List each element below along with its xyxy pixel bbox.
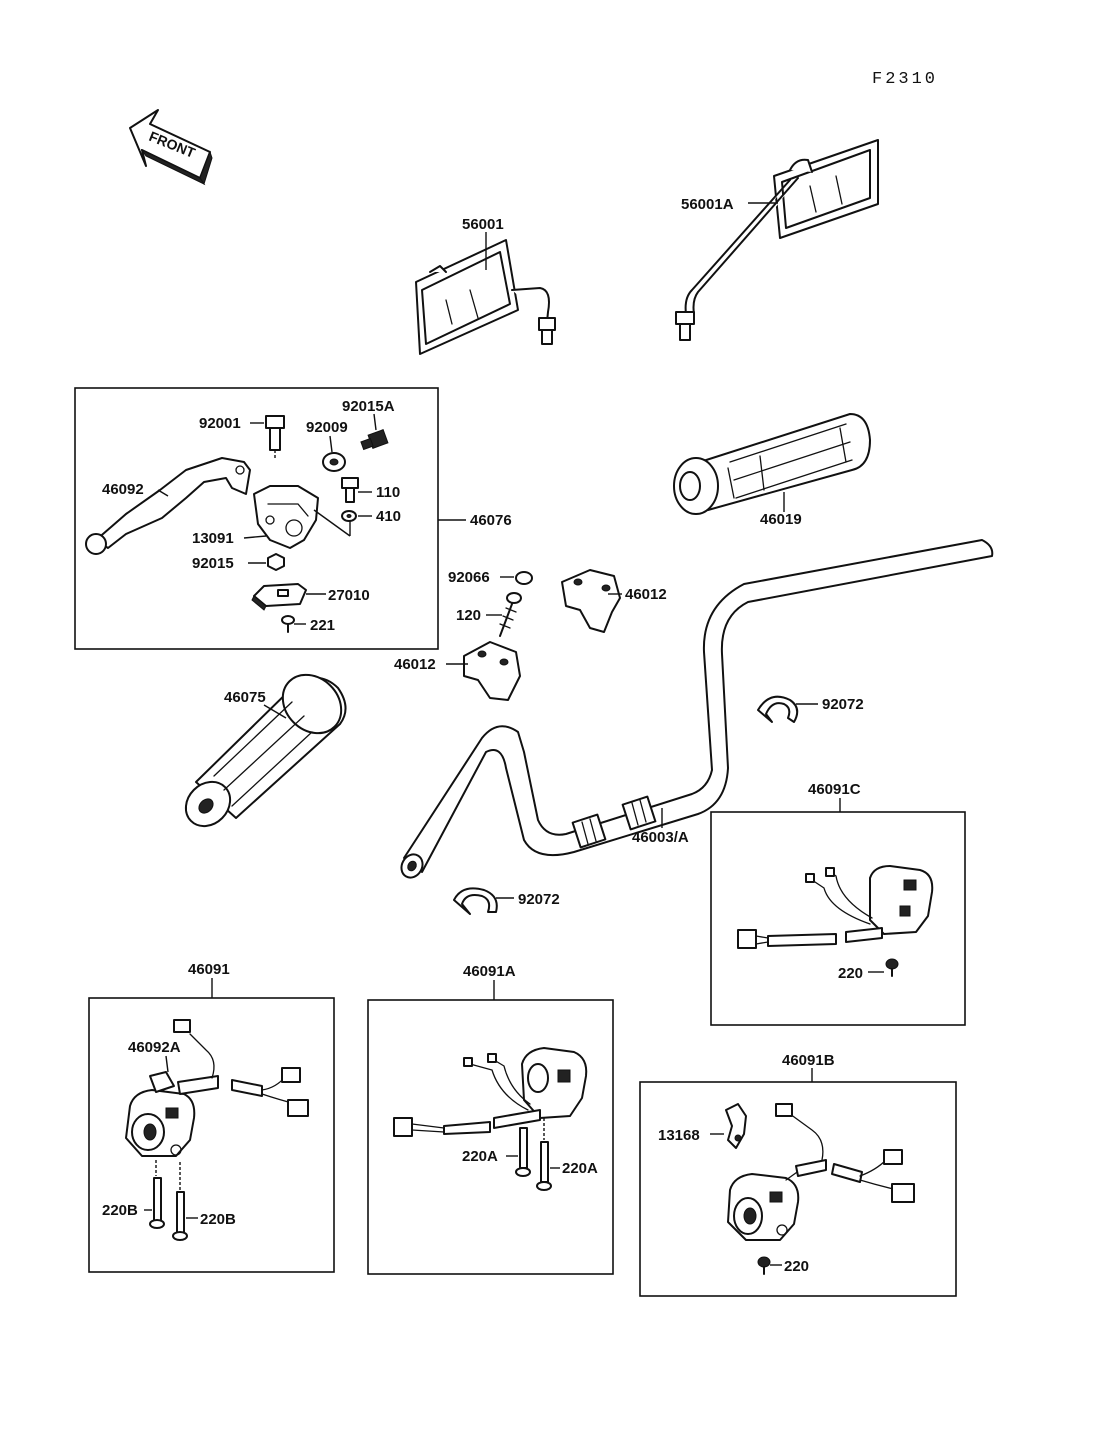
bushing-92009: [322, 452, 346, 472]
label-46091c: 46091C: [808, 781, 861, 798]
label-220b-2: 220B: [200, 1211, 236, 1228]
label-46092a: 46092A: [128, 1039, 181, 1056]
switch-box-46091a: [367, 999, 614, 1275]
lever-assy-box: [74, 387, 439, 650]
label-221: 221: [310, 617, 335, 634]
label-220-b: 220: [784, 1258, 809, 1275]
clamp-lower-92072: [453, 887, 498, 915]
screw-220-b: [757, 1256, 771, 1275]
lever-46092: [85, 457, 251, 555]
screw-220a-1: [515, 1127, 531, 1177]
label-220b-1: 220B: [102, 1202, 138, 1219]
label-92015a: 92015A: [342, 398, 395, 415]
screw-220-c: [885, 958, 899, 977]
screw-220b-1: [149, 1177, 165, 1229]
screw-92015a: [360, 429, 389, 451]
switch-46091c: [737, 865, 934, 949]
label-92072-lower: 92072: [518, 891, 560, 908]
switch-46091a: [393, 1047, 588, 1137]
label-46012-lower: 46012: [394, 656, 436, 673]
label-46091a: 46091A: [463, 963, 516, 980]
part-13168: [725, 1103, 747, 1149]
label-120: 120: [456, 607, 481, 624]
bolt-92001: [265, 415, 285, 460]
figure-code: F2310: [872, 70, 938, 89]
switch-27010: [251, 583, 307, 611]
label-46076: 46076: [470, 512, 512, 529]
label-92009: 92009: [306, 419, 348, 436]
label-220a-2: 220A: [562, 1160, 598, 1177]
mirror-right: [675, 139, 879, 341]
holder-lower-46012: [463, 641, 521, 701]
screw-220a-2: [536, 1141, 552, 1191]
label-92001: 92001: [199, 415, 241, 432]
label-27010: 27010: [328, 587, 370, 604]
label-92066: 92066: [448, 569, 490, 586]
grip-left-46075: [184, 673, 347, 828]
switch-46091b: [727, 1103, 915, 1241]
front-arrow-icon: FRONT: [129, 109, 213, 186]
label-46019: 46019: [760, 511, 802, 528]
label-46075: 46075: [224, 689, 266, 706]
label-92072-upper: 92072: [822, 696, 864, 713]
switch-box-46091b: [639, 1081, 957, 1297]
nut-92015: [267, 553, 285, 571]
cap-92066: [515, 571, 533, 585]
label-110: 110: [376, 484, 400, 501]
holder-13091: [253, 485, 319, 549]
washer-410: [341, 510, 357, 522]
label-13168: 13168: [658, 1127, 700, 1144]
label-56001: 56001: [462, 216, 504, 233]
label-13091: 13091: [192, 530, 234, 547]
label-46091b: 46091B: [782, 1052, 835, 1069]
label-46091: 46091: [188, 961, 230, 978]
clamp-upper-92072: [757, 695, 799, 723]
screw-221: [281, 615, 295, 633]
label-410: 410: [376, 508, 401, 525]
label-220a-1: 220A: [462, 1148, 498, 1165]
grip-right-46019: [673, 413, 871, 515]
label-92015: 92015: [192, 555, 234, 572]
label-220-c: 220: [838, 965, 863, 982]
mirror-left: [415, 239, 556, 355]
label-56001a: 56001A: [681, 196, 734, 213]
holder-upper-46012: [561, 569, 621, 633]
switch-46091: [125, 1019, 309, 1157]
switch-box-46091c: [710, 811, 966, 1026]
label-46012-upper: 46012: [625, 586, 667, 603]
label-46003a: 46003/A: [632, 829, 689, 846]
bolt-120: [499, 592, 522, 637]
bolt-110: [341, 477, 359, 503]
label-46092: 46092: [102, 481, 144, 498]
handlebar-46003: [400, 539, 994, 879]
screw-220b-2: [172, 1191, 188, 1241]
